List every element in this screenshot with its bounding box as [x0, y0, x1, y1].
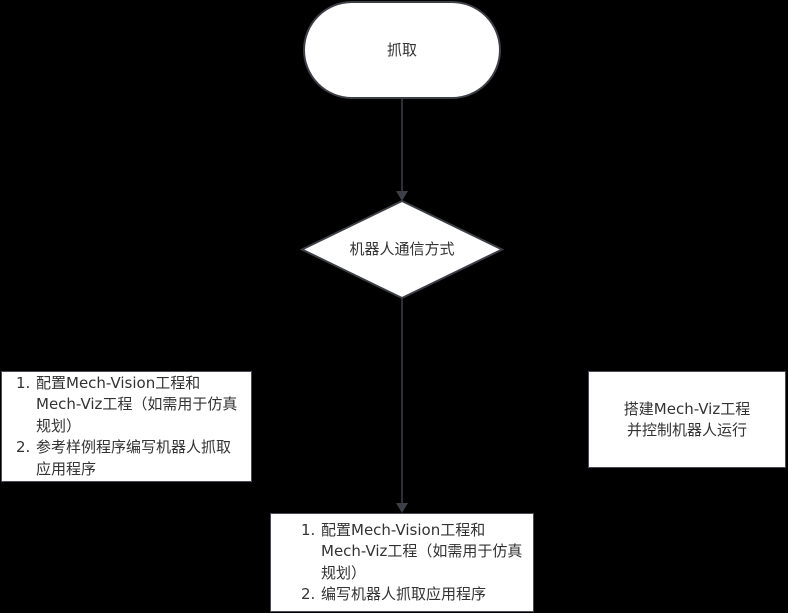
list-item: 1. 配置Mech-Vision工程和Mech-Viz工程（如需用于仿真规划）	[301, 520, 523, 585]
step-number: 1.	[16, 373, 31, 392]
arrowhead-icon	[396, 503, 408, 513]
step-number: 2.	[301, 585, 316, 603]
list-item: 2. 编写机器人抓取应用程序	[301, 584, 523, 606]
right-line-1: 搭建Mech-Viz工程	[623, 399, 751, 418]
list-item: 2. 参考样例程序编写机器人抓取应用程序	[16, 437, 243, 480]
right-text-block: 搭建Mech-Viz工程 并控制机器人运行	[624, 399, 750, 441]
list-item: 1. 配置Mech-Vision工程和Mech-Viz工程（如需用于仿真规划）	[16, 373, 243, 438]
decision-node-robot-communication[interactable]: 机器人通信方式	[302, 201, 502, 298]
bottom-steps-list: 1. 配置Mech-Vision工程和Mech-Viz工程（如需用于仿真规划） …	[301, 520, 523, 606]
step-text: 编写机器人抓取应用程序	[321, 585, 487, 603]
arrowhead-icon	[396, 191, 408, 201]
step-text: 配置Mech-Vision工程和Mech-Viz工程（如需用于仿真规划）	[321, 520, 523, 582]
left-steps-list: 1. 配置Mech-Vision工程和Mech-Viz工程（如需用于仿真规划） …	[16, 373, 243, 481]
step-text: 参考样例程序编写机器人抓取应用程序	[36, 438, 232, 478]
decision-label: 机器人通信方式	[349, 240, 455, 258]
start-terminal-node[interactable]: 抓取	[303, 1, 501, 99]
right-line-2: 并控制机器人运行	[626, 420, 747, 439]
process-node-bottom[interactable]: 1. 配置Mech-Vision工程和Mech-Viz工程（如需用于仿真规划） …	[270, 513, 534, 612]
step-number: 2.	[16, 438, 31, 457]
step-number: 1.	[301, 520, 316, 539]
step-text: 配置Mech-Vision工程和Mech-Viz工程（如需用于仿真规划）	[36, 373, 238, 435]
start-label: 抓取	[386, 40, 417, 59]
process-node-right[interactable]: 搭建Mech-Viz工程 并控制机器人运行	[588, 371, 786, 468]
process-node-left[interactable]: 1. 配置Mech-Vision工程和Mech-Viz工程（如需用于仿真规划） …	[1, 371, 252, 482]
